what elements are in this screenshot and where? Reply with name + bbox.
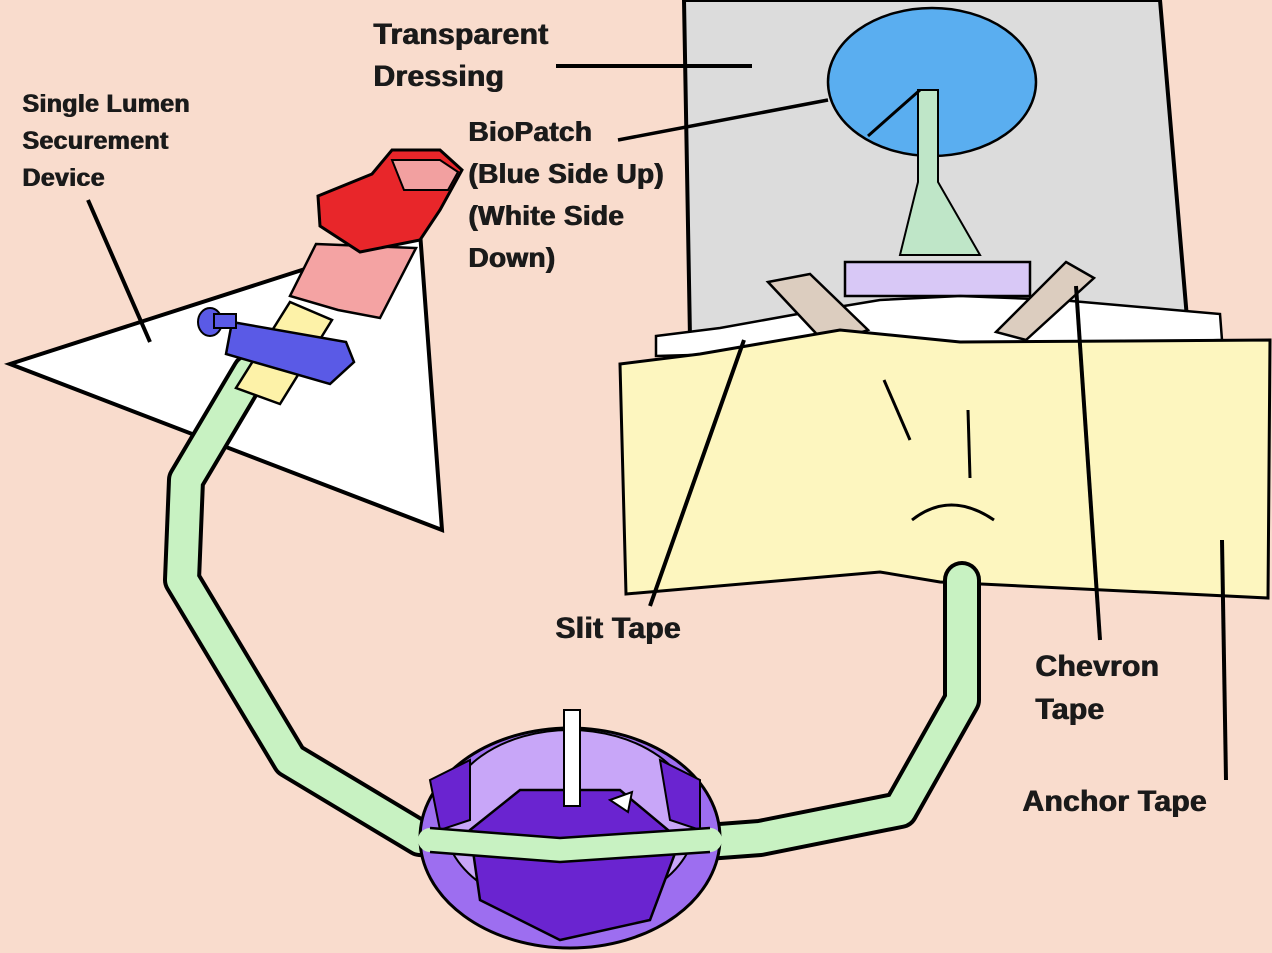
label-securement-device: Single Lumen Securement Device — [22, 86, 190, 197]
securement-clip-slot — [564, 710, 580, 806]
label-slit-tape: Slit Tape — [555, 612, 681, 646]
anchor-tape — [620, 330, 1270, 598]
connector-cap-top — [392, 160, 458, 190]
leader-line-device — [88, 200, 150, 342]
label-biopatch: BioPatch (Blue Side Up) (White Side Down… — [468, 111, 664, 279]
label-transparent-dressing: Transparent Dressing — [373, 14, 548, 98]
label-anchor-tape: Anchor Tape — [1022, 785, 1206, 819]
label-chevron-tape: Chevron Tape — [1035, 645, 1159, 731]
slide-clamp-stem — [214, 314, 236, 328]
catheter-hub — [845, 262, 1030, 296]
tubing-through-clip — [430, 840, 710, 850]
anchor-tape-crease — [968, 410, 970, 478]
